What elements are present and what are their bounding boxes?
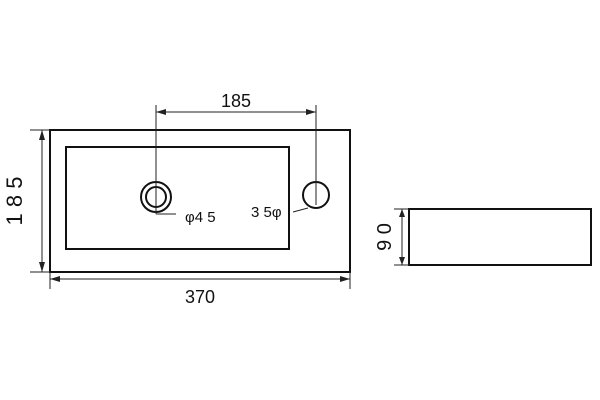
depth-arrow-top <box>399 209 405 217</box>
tap-diameter-label: 3 5φ <box>251 204 282 221</box>
basin-inner-bowl <box>65 146 290 250</box>
height-label: 1 8 5 <box>2 177 27 226</box>
width-arrow-left <box>50 276 60 282</box>
hole-spacing-arrow-left <box>156 109 166 115</box>
height-arrow-bottom <box>39 262 45 272</box>
hole-spacing-label: 185 <box>221 91 251 111</box>
width-label: 370 <box>185 287 215 307</box>
width-arrow-right <box>340 276 350 282</box>
depth-label: 9 0 <box>374 223 396 251</box>
depth-arrow-bottom <box>399 257 405 265</box>
side-view-outline <box>408 208 592 266</box>
hole-spacing-arrow-right <box>306 109 316 115</box>
height-arrow-top <box>39 130 45 140</box>
tap-leader <box>292 207 309 213</box>
basin-outer-outline <box>49 129 351 273</box>
drain-diameter-label: φ4 5 <box>185 209 216 226</box>
